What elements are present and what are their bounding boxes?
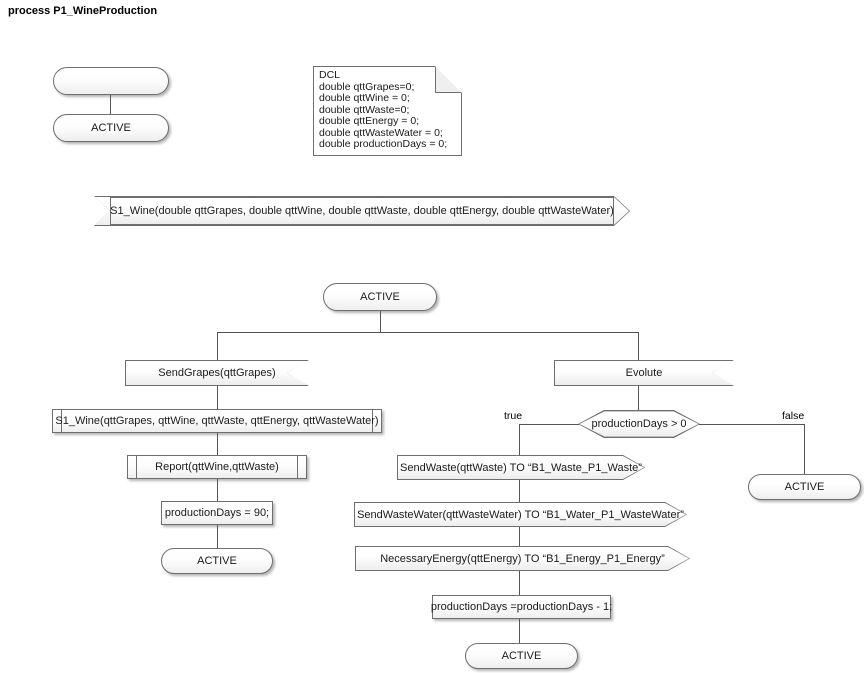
input-send-grapes[interactable]: SendGrapes(qttGrapes) — [125, 360, 309, 386]
page-title: process P1_WineProduction — [8, 5, 158, 17]
input-evolute[interactable]: Evolute — [554, 360, 734, 386]
state-active-false-end[interactable]: ACTIVE — [748, 474, 861, 500]
procedure-call-s1-wine[interactable]: S1_Wine(qttGrapes, qttWine, qttWaste, qt… — [52, 409, 382, 433]
task-production-days-decrement[interactable]: productionDays =productionDays - 1; — [430, 595, 613, 619]
connector-out3-to-task — [519, 571, 520, 595]
output-send-waste-water[interactable]: SendWasteWater(qttWasteWater) TO “B1_Wat… — [354, 502, 687, 527]
task-production-days-decrement-label: productionDays =productionDays - 1; — [430, 601, 613, 613]
state-active-right-end[interactable]: ACTIVE — [465, 643, 578, 669]
signal-declaration-label: S1_Wine(double qttGrapes, double qttWine… — [110, 205, 614, 217]
task-production-days-90-label: productionDays = 90; — [164, 507, 270, 519]
connector-sendgrapes-to-proc1 — [217, 386, 218, 409]
connector-task-to-active-right — [519, 619, 520, 643]
signal-declaration-s1-wine[interactable]: S1_Wine(double qttGrapes, double qttWine… — [94, 196, 630, 226]
connector-false-down — [804, 424, 805, 474]
output-send-waste-label: SendWaste(qttWaste) TO “B1_Waste_P1_Wast… — [400, 461, 642, 474]
output-send-waste[interactable]: SendWaste(qttWaste) TO “B1_Waste_P1_Wast… — [397, 455, 645, 480]
state-active-left-end-label: ACTIVE — [197, 555, 237, 567]
state-active-main[interactable]: ACTIVE — [323, 283, 437, 311]
connector-start-to-active — [110, 95, 111, 114]
input-fill — [555, 361, 733, 385]
state-active-main-label: ACTIVE — [360, 291, 400, 303]
decision-fill — [579, 411, 698, 436]
input-evolute-label: Evolute — [625, 367, 663, 379]
connector-main-split — [217, 332, 638, 333]
start-symbol[interactable] — [53, 67, 169, 95]
input-send-grapes-label: SendGrapes(qttGrapes) — [158, 367, 276, 379]
dcl-declaration-note[interactable]: DCL double qttGrapes=0; double qttWine =… — [313, 66, 462, 156]
output-fill — [356, 547, 689, 570]
connector-decision-true — [519, 424, 579, 425]
procedure-call-s1-wine-label: S1_Wine(qttGrapes, qttWine, qttWaste, qt… — [55, 415, 379, 427]
connector-out2-to-out3 — [519, 527, 520, 546]
connector-true-down — [519, 424, 520, 455]
dcl-declaration-text: DCL double qttGrapes=0; double qttWine =… — [319, 69, 448, 150]
output-fill — [355, 503, 686, 526]
state-active-initial-label: ACTIVE — [91, 122, 131, 134]
connector-to-sendgrapes — [217, 332, 218, 362]
decision-production-days[interactable]: productionDays > 0 — [578, 410, 700, 438]
output-necessary-energy-label: NecessaryEnergy(qttEnergy) TO “B1_Energy… — [380, 552, 665, 565]
procedure-call-report[interactable]: Report(qttWine,qttWaste) — [127, 455, 307, 479]
procedure-call-report-label: Report(qttWine,qttWaste) — [155, 461, 279, 473]
state-active-left-end[interactable]: ACTIVE — [161, 548, 273, 574]
connector-decision-false — [699, 424, 805, 425]
connector-proc1-to-proc2 — [217, 433, 218, 455]
connector-out1-to-out2 — [519, 480, 520, 502]
connector-to-evolute — [638, 332, 639, 362]
task-production-days-90[interactable]: productionDays = 90; — [161, 501, 273, 525]
state-active-initial[interactable]: ACTIVE — [53, 114, 169, 142]
state-active-false-end-label: ACTIVE — [784, 481, 825, 493]
output-fill — [398, 456, 644, 479]
connector-evolute-to-decision — [638, 386, 639, 410]
connector-proc2-to-task — [217, 479, 218, 501]
output-necessary-energy[interactable]: NecessaryEnergy(qttEnergy) TO “B1_Energy… — [355, 546, 690, 571]
connector-task-to-active-left — [217, 525, 218, 548]
connector-main-down — [380, 311, 381, 332]
label-false: false — [782, 410, 805, 422]
output-send-waste-water-label: SendWasteWater(qttWasteWater) TO “B1_Wat… — [357, 508, 684, 521]
signal-inner-box — [110, 197, 614, 225]
label-true: true — [504, 410, 523, 422]
input-fill — [126, 361, 308, 385]
decision-production-days-label: productionDays > 0 — [591, 418, 687, 430]
state-active-right-end-label: ACTIVE — [501, 650, 542, 662]
